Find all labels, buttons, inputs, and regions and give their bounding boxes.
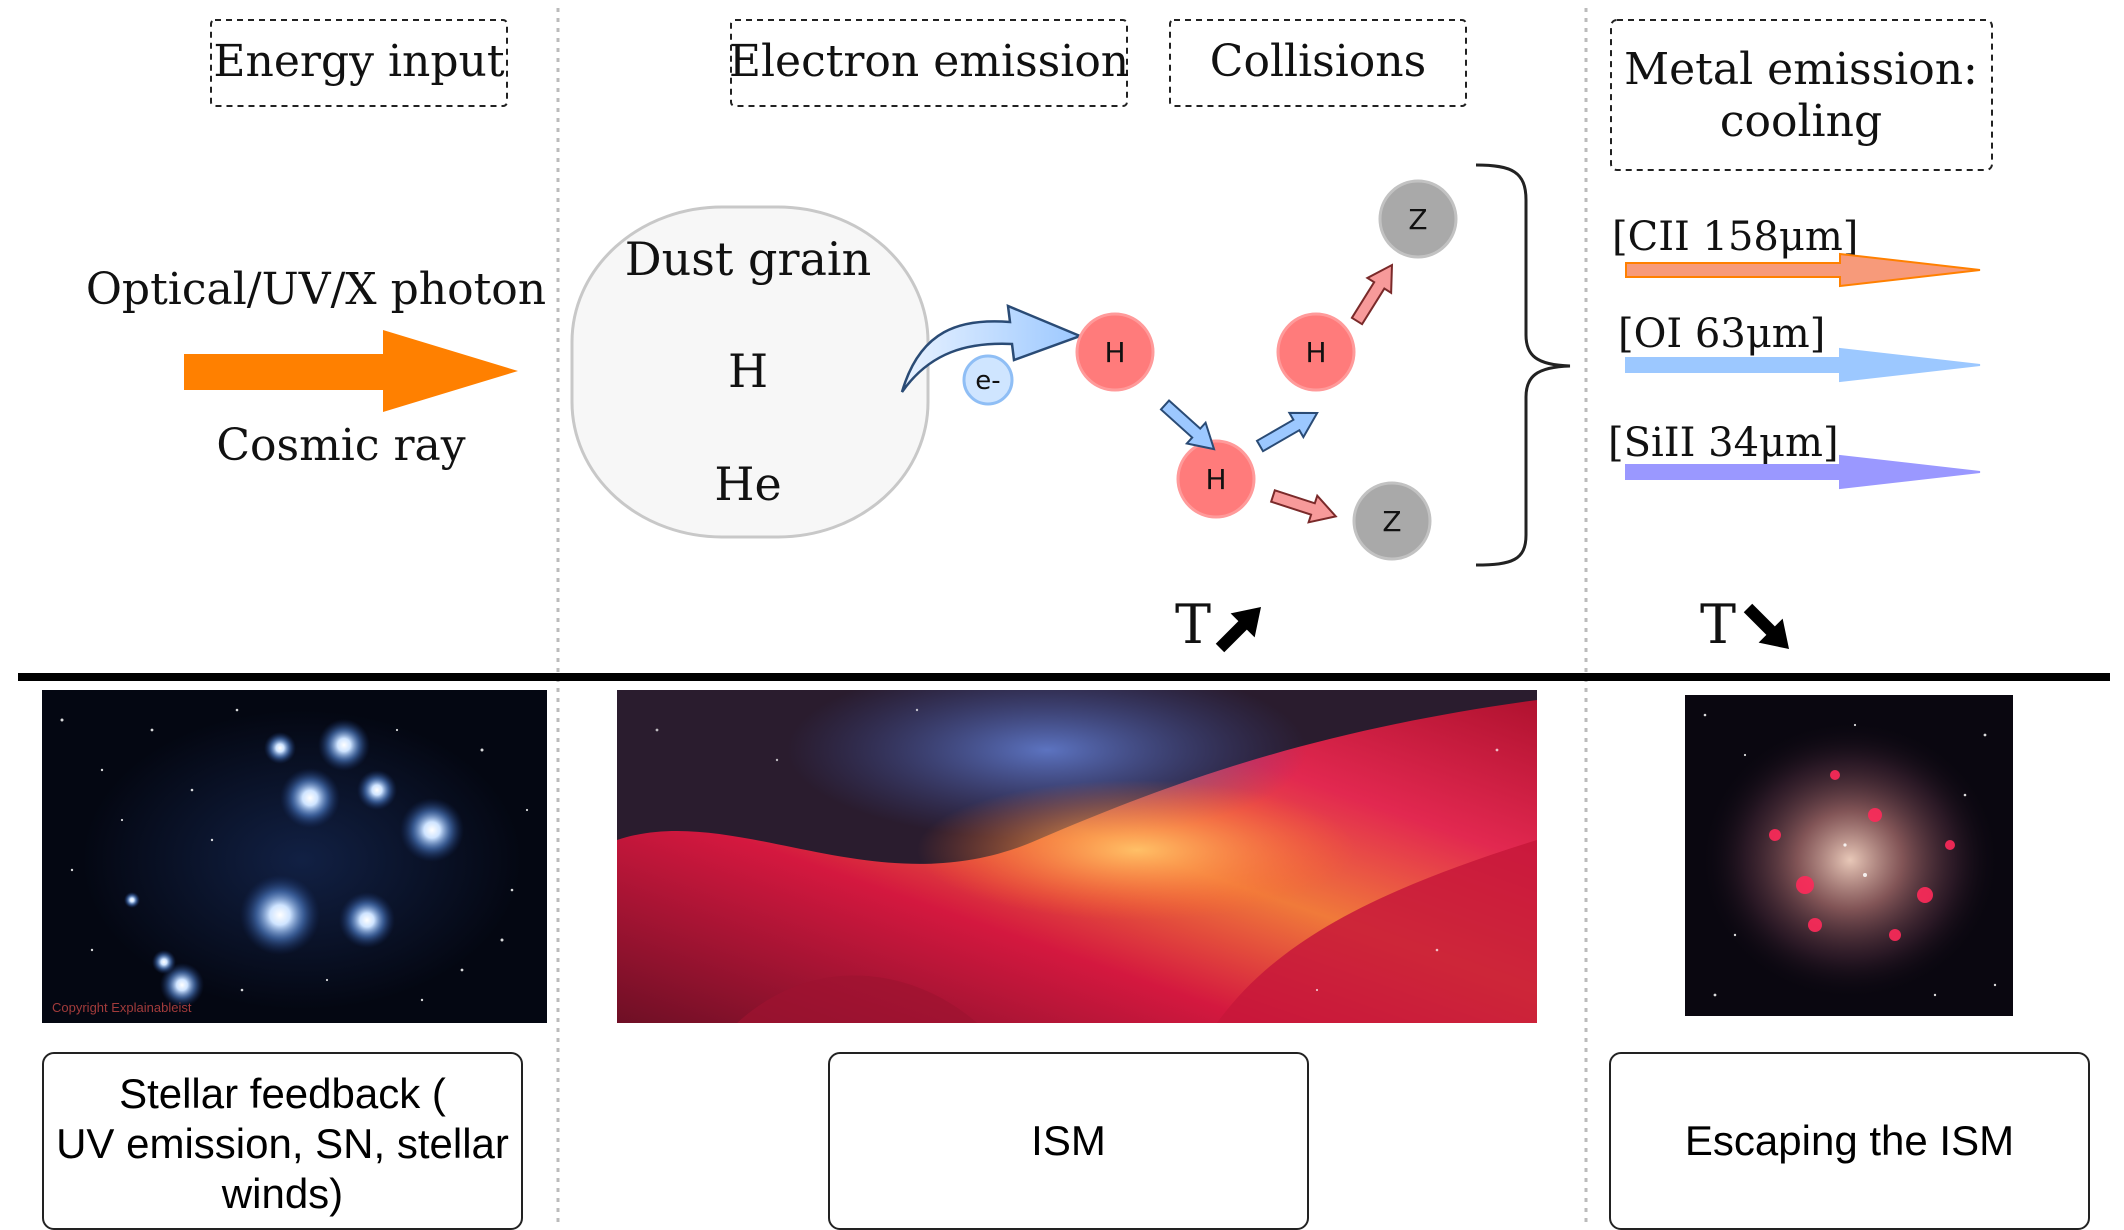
energy-input-box: [210, 19, 508, 107]
escaping-ism-box: Escaping the ISM: [1609, 1052, 2090, 1230]
escaping-ism-label: Escaping the ISM: [1684, 1117, 2015, 1164]
electron-label: e-: [975, 366, 1000, 396]
dust-grain-species-he: He: [714, 457, 781, 511]
temperature-down-arrow: [1743, 603, 1790, 650]
ism-label: ISM: [1031, 1117, 1106, 1164]
stellar-feedback-line3: winds): [221, 1170, 344, 1217]
stellar-feedback-line2: UV emission, SN, stellar: [56, 1120, 509, 1167]
arrow-h2-to-h3: [1255, 411, 1319, 453]
line-oi-label: [OI 63μm]: [1618, 311, 1825, 357]
electron-emission-label: Electron emission: [729, 36, 1129, 87]
ism-box: ISM: [828, 1052, 1309, 1230]
stellar-feedback-line1: Stellar feedback (: [119, 1070, 446, 1117]
line-oi-arrow: [1625, 347, 1981, 383]
electron-emission-box: [730, 19, 1128, 107]
hydrogen-atom-1-label: H: [1104, 336, 1125, 369]
line-siii-label: [SiII 34μm]: [1608, 420, 1839, 466]
energy-input-label: Energy input: [213, 36, 504, 87]
metal-atom-top: [1378, 179, 1458, 259]
dust-grain-shape: [570, 205, 930, 539]
line-cii-label: [CII 158μm]: [1612, 214, 1858, 260]
hydrogen-atom-1: [1075, 312, 1155, 392]
line-cii-arrow: [1625, 252, 1981, 288]
stellar-feedback-box: Stellar feedback ( UV emission, SN, stel…: [42, 1052, 523, 1230]
galaxy-photo: [1685, 695, 2013, 1016]
collisions-box: [1169, 19, 1467, 107]
dust-grain-title: Dust grain: [625, 232, 871, 286]
nebula-photo: [617, 690, 1537, 1023]
curly-brace: [1475, 163, 1571, 567]
collisions-label: Collisions: [1210, 36, 1426, 87]
arrow-h1-to-h2: [1159, 399, 1216, 451]
metal-emission-box: [1610, 19, 1993, 171]
temperature-up-label: T: [1175, 593, 1211, 656]
photon-label: Optical/UV/X photon: [86, 264, 546, 315]
hydrogen-atom-3-label: H: [1305, 336, 1326, 369]
metal-atom-bottom: [1352, 481, 1432, 561]
metal-emission-label-line1: Metal emission:: [1624, 44, 1978, 95]
star-photo-copyright: Copyright Explainableist: [52, 1000, 192, 1015]
temperature-down-label: T: [1700, 593, 1736, 656]
metal-atom-top-label: Z: [1408, 203, 1427, 236]
hydrogen-atom-2-label: H: [1205, 463, 1226, 496]
hydrogen-atom-3: [1276, 312, 1356, 392]
energy-arrow: [184, 330, 518, 412]
dust-grain-species-h: H: [728, 344, 768, 398]
arrow-h2-to-z: [1269, 489, 1338, 524]
temperature-up-arrow: [1215, 606, 1262, 653]
line-siii-arrow: [1625, 454, 1981, 490]
cosmic-ray-label: Cosmic ray: [216, 420, 465, 471]
electron-emission-arrow: [900, 304, 1084, 393]
hydrogen-atom-2: [1176, 439, 1256, 519]
metal-emission-label-line2: cooling: [1720, 96, 1882, 147]
electron-particle: [962, 354, 1014, 406]
star-cluster-photo: Copyright Explainableist: [42, 690, 547, 1023]
arrow-h3-to-z: [1350, 263, 1394, 326]
metal-atom-bottom-label: Z: [1382, 505, 1401, 538]
